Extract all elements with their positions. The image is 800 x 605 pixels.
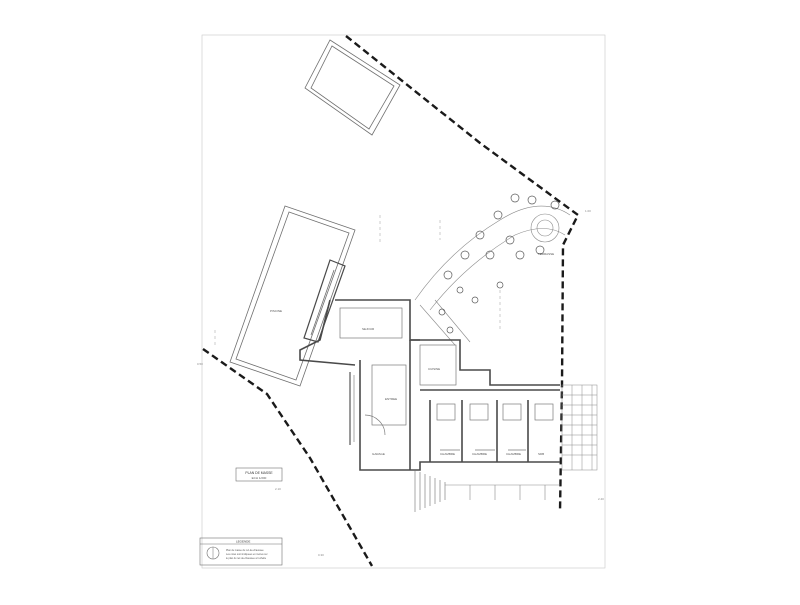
swimming-pool xyxy=(229,205,356,387)
property-boundary xyxy=(202,35,580,567)
margin-mark: 2.40 xyxy=(598,497,604,501)
room-label: CHAMBRE xyxy=(472,452,487,456)
margin-mark: 1.00 xyxy=(585,209,591,213)
room-label: CUISINE xyxy=(428,367,440,371)
exterior-steps xyxy=(349,372,446,512)
garden-landscape xyxy=(414,205,571,346)
legend-note: le plan du rez-de-chaussee a l'echelle xyxy=(226,557,267,560)
room-labels: PISCINE SEJOUR CUISINE CHAMBRE CHAMBRE C… xyxy=(270,252,554,456)
room-label: CHAMBRE xyxy=(440,452,455,456)
margin-mark: 0.50 xyxy=(197,362,203,366)
annex-building xyxy=(304,39,401,136)
legend-note: Les cotes sont indiquees en metres sur xyxy=(226,553,268,556)
margin-mark: 2.10 xyxy=(275,487,281,491)
legend-box: LEGENDE Plan de masse du rez-de-chaussee… xyxy=(199,537,283,566)
room-label: TERRASSE xyxy=(538,252,554,256)
title-block-line2: ECH 1/200 xyxy=(252,476,267,480)
garden-trees xyxy=(438,193,560,334)
legend-note: Plan de masse du rez-de-chaussee xyxy=(226,549,264,552)
boundary-south-west xyxy=(202,348,374,567)
dimension-lines xyxy=(214,215,501,345)
room-label: SDB xyxy=(538,452,544,456)
sheet-frame xyxy=(201,34,606,569)
legend-header: LEGENDE xyxy=(236,540,250,544)
hatched-terrace xyxy=(561,384,598,471)
title-block: PLAN DE MASSE ECH 1/200 xyxy=(235,467,283,482)
parking-row xyxy=(445,484,560,500)
margin-mark: 0.30 xyxy=(318,553,324,557)
room-label: PISCINE xyxy=(270,309,282,313)
boundary-north-east xyxy=(345,35,580,513)
interior-partitions xyxy=(339,307,554,451)
room-label: ENTREE xyxy=(385,397,397,401)
title-block-line1: PLAN DE MASSE xyxy=(245,471,273,475)
room-label: CHAMBRE xyxy=(506,452,521,456)
room-label: GARAGE xyxy=(372,452,385,456)
main-building xyxy=(299,299,560,471)
room-label: SEJOUR xyxy=(362,327,375,331)
margin-marks: 2.10 0.50 0.30 1.00 2.40 xyxy=(197,209,604,557)
